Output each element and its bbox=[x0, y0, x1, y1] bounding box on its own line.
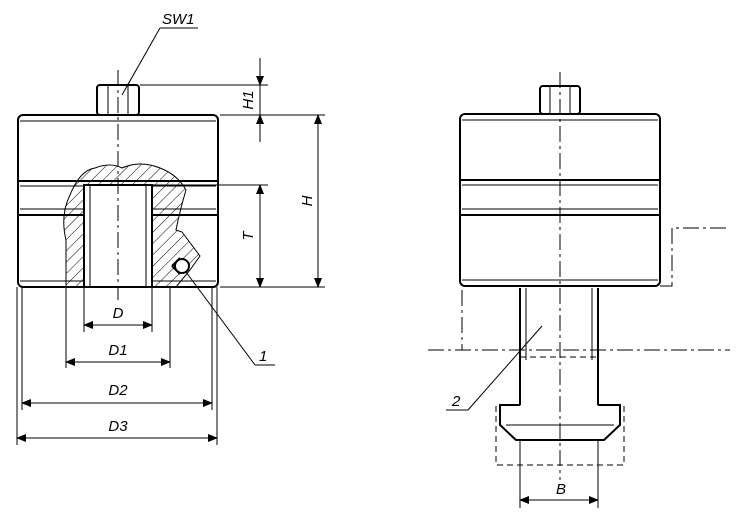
t-slot-nut-head bbox=[499, 404, 621, 441]
dim-h-label: H bbox=[299, 195, 316, 206]
right-view: B 2 bbox=[428, 72, 730, 508]
left-view: H1 H T SW1 D D1 D2 D3 1 bbox=[16, 11, 325, 445]
dim-t-label: T bbox=[240, 230, 257, 241]
dim-d2-label: D2 bbox=[108, 382, 128, 399]
dim-b-label: B bbox=[556, 481, 566, 498]
dim-sw1-label: SW1 bbox=[162, 11, 195, 28]
left-o-ring bbox=[174, 258, 190, 274]
dim-d-label: D bbox=[113, 305, 124, 322]
dim-h1-label: H1 bbox=[240, 90, 257, 109]
dim-d3-label: D3 bbox=[108, 418, 128, 435]
callout-2-label: 2 bbox=[451, 393, 461, 410]
dim-d1-label: D1 bbox=[108, 342, 127, 359]
callout-1-label: 1 bbox=[259, 348, 267, 365]
